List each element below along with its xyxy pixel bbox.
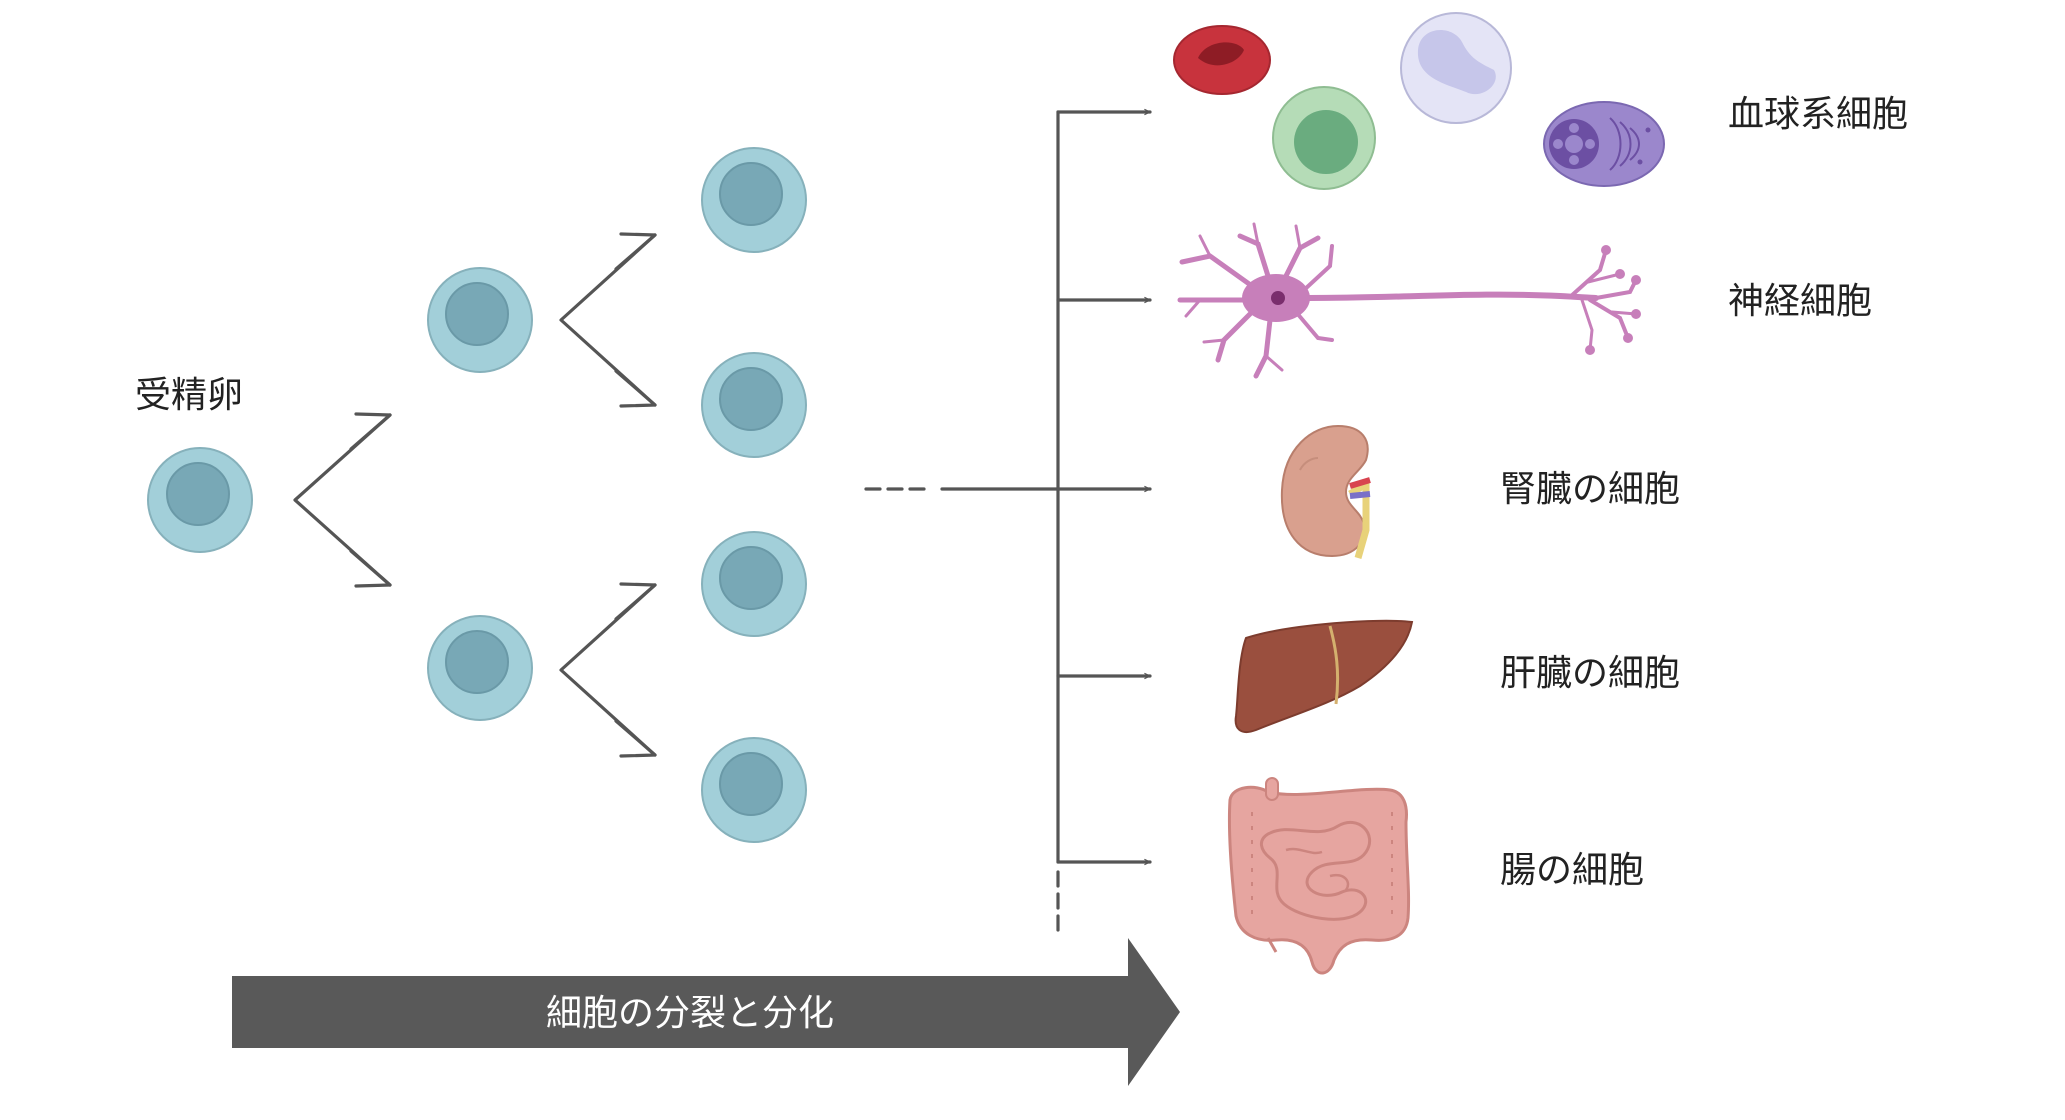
cell-gen2-4 [701, 737, 807, 843]
cell-type-label-neuron: 神経細胞 [1728, 281, 1872, 322]
cell-gen1-top [427, 267, 533, 373]
neuron-icon [1177, 222, 1638, 379]
cell-gen2-3 [701, 531, 807, 637]
branch-connector [864, 112, 1152, 937]
division-arrows [293, 232, 657, 758]
neuron-terminal-dots [1585, 245, 1641, 355]
blood-cells-icon [1173, 12, 1665, 190]
cell-type-label-blood: 血球系細胞 [1728, 94, 1908, 135]
division-differentiation-banner [232, 938, 1180, 1086]
cell-type-label-liver: 肝臓の細胞 [1500, 653, 1680, 694]
zygote-cell [147, 447, 253, 553]
zygote-label: 受精卵 [135, 375, 243, 416]
banner-label: 細胞の分裂と分化 [546, 993, 834, 1034]
liver-icon [1234, 619, 1414, 734]
cell-type-label-kidney: 腎臓の細胞 [1500, 469, 1680, 510]
cell-gen2-1 [701, 147, 807, 253]
cell-gen2-2 [701, 352, 807, 458]
cell-type-label-intestine: 腸の細胞 [1500, 850, 1644, 891]
cell-gen1-bottom [427, 615, 533, 721]
kidney-icon [1280, 424, 1371, 559]
intestine-icon [1227, 777, 1411, 975]
